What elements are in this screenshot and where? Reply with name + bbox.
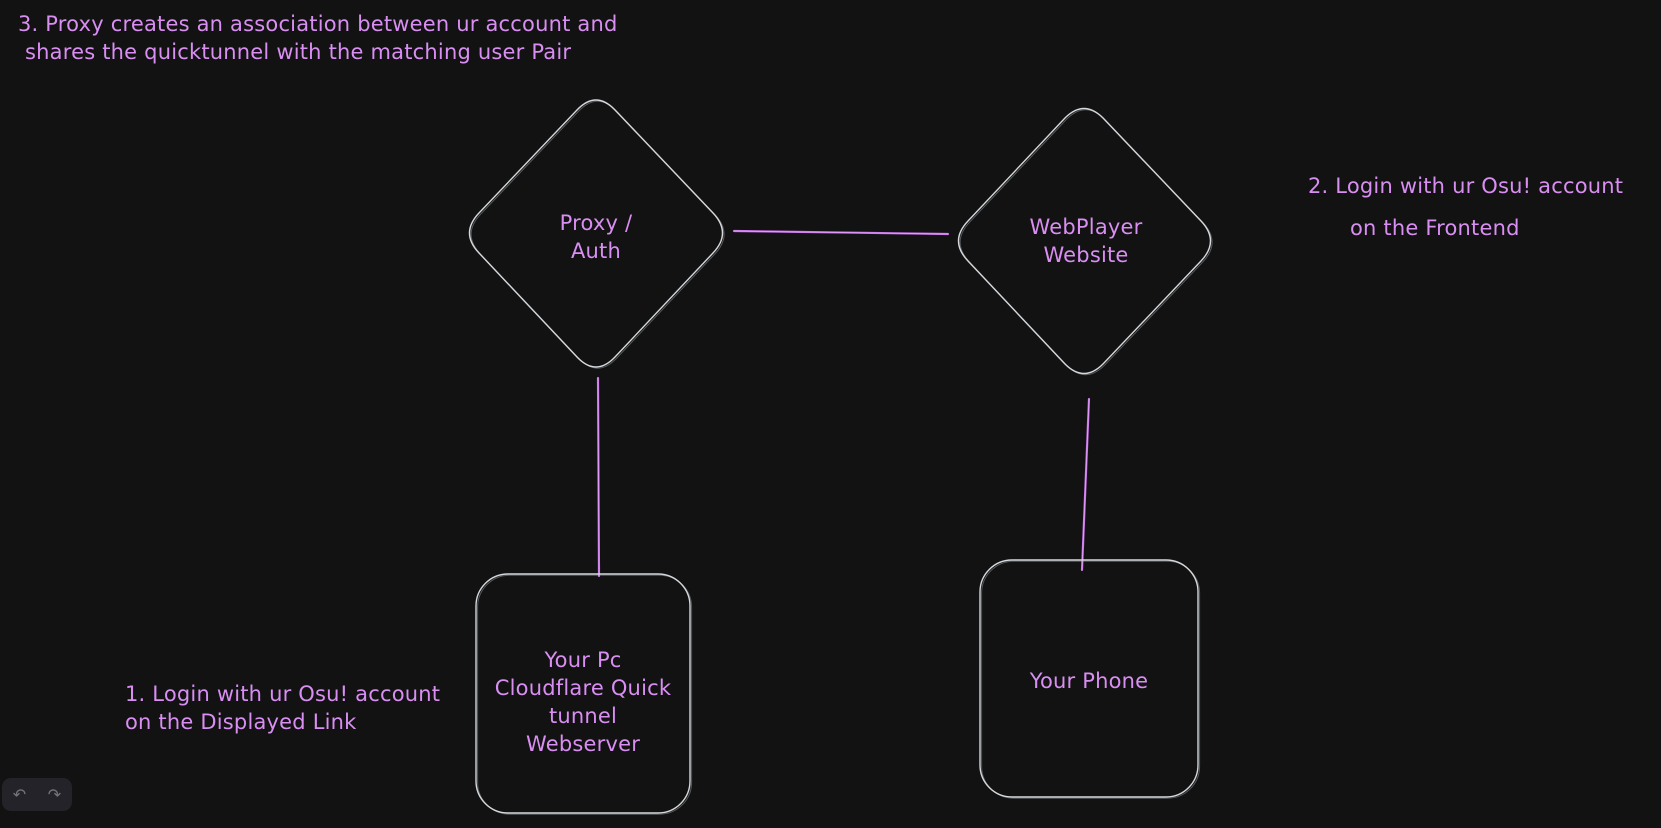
note-step1-line1: 1. Login with ur Osu! account bbox=[125, 682, 441, 706]
note-step1[interactable]: 1. Login with ur Osu! account on the Dis… bbox=[125, 680, 440, 736]
phone-label-line1: Your Phone bbox=[1029, 669, 1149, 693]
pc-webserver-label[interactable]: Your Pc Cloudflare Quick tunnel Webserve… bbox=[495, 646, 671, 758]
connector-proxy-to-pc-webserver[interactable] bbox=[596, 376, 601, 578]
note-step3[interactable]: 3. Proxy creates an association between … bbox=[18, 10, 618, 66]
note-step3-line2: shares the quicktunnel with the matching… bbox=[25, 40, 572, 64]
proxy-auth-label-line1: Proxy / bbox=[559, 211, 633, 235]
pc-webserver-label-line4: Webserver bbox=[525, 732, 641, 756]
proxy-auth-label[interactable]: Proxy / Auth bbox=[560, 209, 633, 265]
undo-redo-island: ↶ ↷ bbox=[2, 778, 72, 811]
redo-icon: ↷ bbox=[47, 785, 62, 804]
redo-button[interactable]: ↷ bbox=[42, 782, 68, 808]
connector-webplayer-to-phone[interactable] bbox=[1080, 397, 1091, 572]
pc-webserver-label-line1: Your Pc bbox=[544, 648, 622, 672]
undo-icon: ↶ bbox=[12, 785, 27, 804]
proxy-auth-label-line2: Auth bbox=[570, 239, 622, 263]
webplayer-label-line1: WebPlayer bbox=[1029, 215, 1143, 239]
note-step2-line1[interactable]: 2. Login with ur Osu! account bbox=[1308, 174, 1624, 198]
phone-label[interactable]: Your Phone bbox=[1030, 667, 1149, 695]
webplayer-label-line2: Website bbox=[1043, 243, 1129, 267]
note-step3-line1: 3. Proxy creates an association between … bbox=[18, 12, 618, 36]
note-step2-line2[interactable]: on the Frontend bbox=[1350, 216, 1520, 240]
undo-button[interactable]: ↶ bbox=[7, 782, 33, 808]
pc-webserver-label-line3: tunnel bbox=[548, 704, 618, 728]
webplayer-label[interactable]: WebPlayer Website bbox=[1030, 213, 1143, 269]
connector-proxy-to-webplayer[interactable] bbox=[732, 229, 950, 236]
pc-webserver-label-line2: Cloudflare Quick bbox=[494, 676, 672, 700]
note-step1-line2: on the Displayed Link bbox=[125, 710, 357, 734]
